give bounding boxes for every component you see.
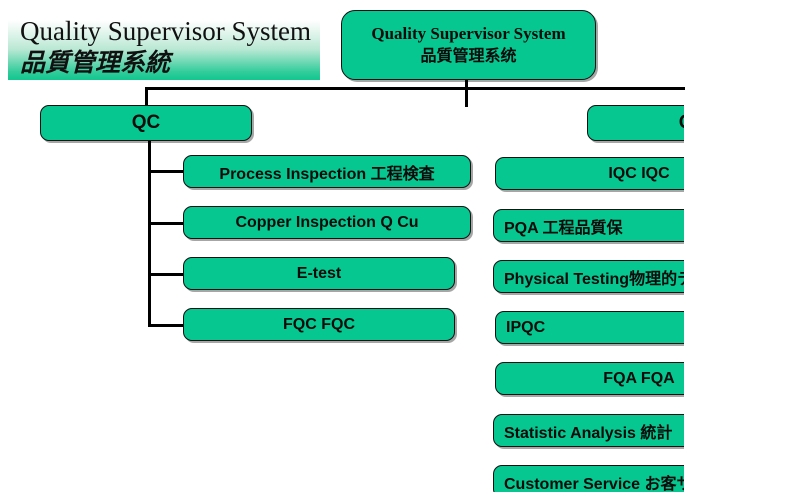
node-e-test-label: E-test: [296, 264, 342, 282]
node-process-inspection[interactable]: Process Inspection 工程検査: [183, 155, 471, 188]
connector-qc-branch-4: [148, 324, 184, 327]
node-qc[interactable]: QC: [40, 105, 252, 141]
connector-to-qc: [145, 87, 148, 107]
node-fqc[interactable]: FQC FQC: [183, 308, 455, 341]
node-copper-inspection-label: Copper Inspection Q Cu: [235, 213, 419, 231]
node-root-line2: 品質管理系统: [420, 46, 517, 65]
title-banner-chinese: 品質管理系統: [20, 48, 171, 77]
node-qc-label: QC: [131, 112, 161, 133]
node-customer-service-label: Customer Service お客サ: [504, 475, 693, 492]
node-ipqc-label: IPQC: [506, 318, 546, 336]
node-root[interactable]: Quality Supervisor System 品質管理系统: [341, 10, 596, 80]
node-fqc-label: FQC FQC: [283, 315, 355, 333]
node-pqa-label: PQA 工程品質保: [504, 219, 623, 237]
node-e-test[interactable]: E-test: [183, 257, 455, 290]
connector-to-qa: [465, 87, 468, 107]
connector-qc-branch-1: [148, 170, 184, 173]
connector-qc-spine: [148, 140, 151, 326]
right-edge-crop-mask: [684, 92, 800, 492]
node-iqc-label: IQC IQC: [608, 164, 670, 182]
node-copper-inspection[interactable]: Copper Inspection Q Cu: [183, 206, 471, 239]
connector-qc-branch-3: [148, 273, 184, 276]
node-fqa-label: FQA FQA: [603, 369, 675, 387]
connector-root-bus-right: [465, 87, 685, 90]
node-root-line1: Quality Supervisor System: [371, 24, 566, 43]
node-physical-testing-label: Physical Testing物理的テ: [504, 270, 694, 288]
connector-qc-branch-2: [148, 222, 184, 225]
connector-root-stem: [465, 80, 468, 90]
node-process-inspection-label: Process Inspection 工程検査: [219, 165, 435, 183]
connector-root-bus: [145, 87, 468, 90]
node-statistic-analysis-label: Statistic Analysis 統計: [504, 424, 673, 442]
title-banner: Quality Supervisor System 品質管理系統: [8, 12, 320, 80]
title-banner-english: Quality Supervisor System: [20, 16, 311, 46]
